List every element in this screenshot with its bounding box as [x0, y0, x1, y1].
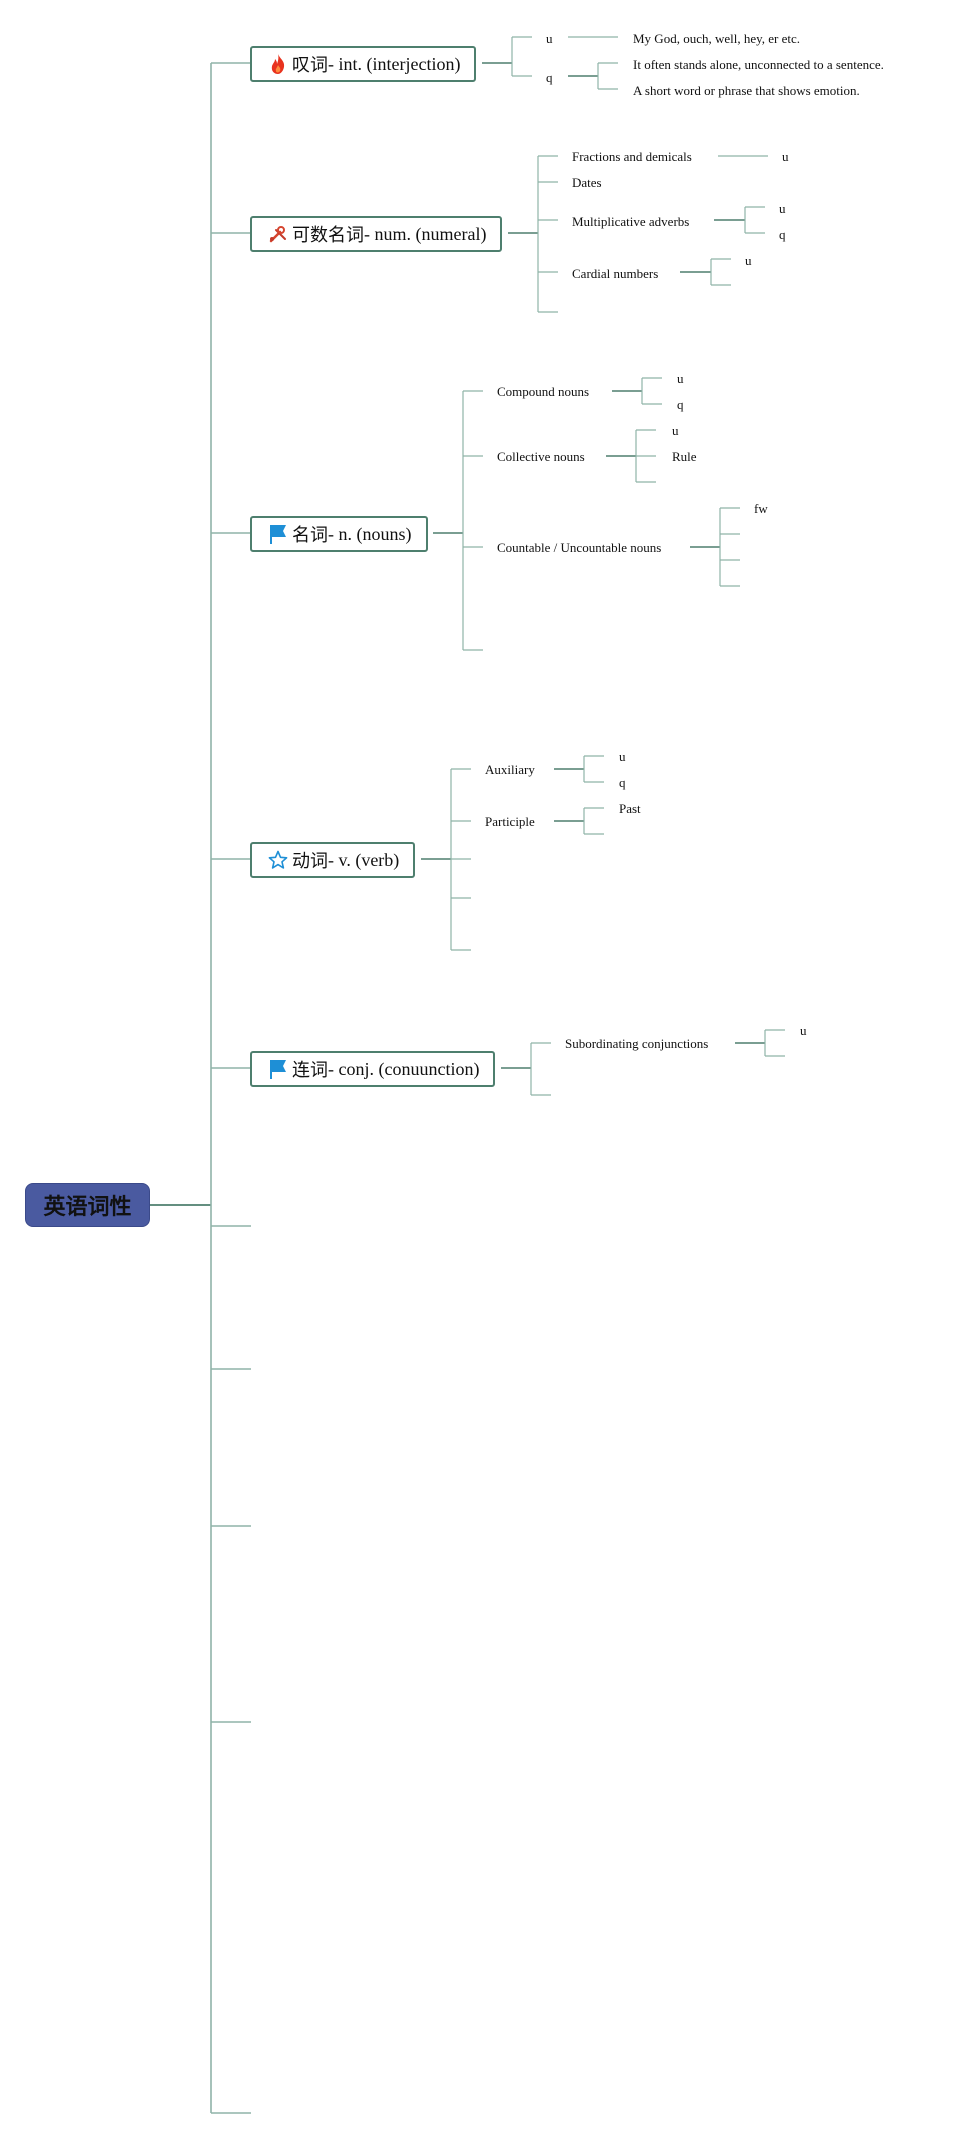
- node-num-fractions[interactable]: Fractions and demicals: [572, 149, 692, 164]
- node-num-multi-u[interactable]: u: [779, 201, 786, 216]
- node-num-dates[interactable]: Dates: [572, 175, 602, 190]
- node-n-compound-q[interactable]: q: [677, 397, 684, 412]
- topic-nouns[interactable]: 名词 - n. (nouns): [250, 516, 428, 552]
- topic-zh: 名词: [292, 525, 328, 546]
- root-node[interactable]: 英语词性: [25, 1183, 150, 1227]
- root-label: 英语词性: [43, 1195, 132, 1220]
- node-int-u-detail[interactable]: My God, ouch, well, hey, er etc.: [633, 31, 801, 46]
- node-num-multi[interactable]: Multiplicative adverbs: [572, 214, 690, 229]
- node-n-compound[interactable]: Compound nouns: [497, 384, 590, 399]
- topic-zh: 可数名词: [292, 225, 364, 246]
- star-icon: [268, 849, 288, 871]
- node-num-fractions-u[interactable]: u: [782, 149, 789, 164]
- topic-en: - conj. (conuunction): [328, 1058, 480, 1079]
- topic-zh: 连词: [292, 1060, 328, 1081]
- topic-numeral[interactable]: 可数名词 - num. (numeral): [250, 216, 503, 252]
- node-v-part[interactable]: Participle: [485, 814, 535, 829]
- flag-icon: [268, 1058, 288, 1080]
- topic-en: - int. (interjection): [328, 53, 461, 74]
- topic-en: - n. (nouns): [328, 523, 412, 544]
- node-int-u[interactable]: u: [546, 31, 553, 46]
- topic-zh: 叹词: [292, 55, 328, 76]
- node-n-collective[interactable]: Collective nouns: [497, 449, 585, 464]
- node-v-aux-u[interactable]: u: [619, 749, 626, 764]
- node-n-countable[interactable]: Countable / Uncountable nouns: [497, 540, 662, 555]
- tools-icon: [268, 223, 288, 245]
- node-int-q-detail1[interactable]: It often stands alone, unconnected to a …: [633, 57, 884, 72]
- node-num-multi-q[interactable]: q: [779, 227, 786, 242]
- node-c-sub[interactable]: Subordinating conjunctions: [565, 1036, 709, 1051]
- topic-verb[interactable]: 动词 - v. (verb): [250, 842, 416, 878]
- node-c-sub-u[interactable]: u: [800, 1023, 807, 1038]
- node-n-collective-u[interactable]: u: [672, 423, 679, 438]
- topic-zh: 动词: [292, 851, 328, 872]
- node-int-q[interactable]: q: [546, 70, 553, 85]
- node-n-countable-fw[interactable]: fw: [754, 501, 768, 516]
- topic-en: - v. (verb): [328, 849, 400, 870]
- topic-conj[interactable]: 连词 - conj. (conuunction): [250, 1051, 496, 1087]
- node-n-collective-rule[interactable]: Rule: [672, 449, 697, 464]
- topic-interjection[interactable]: 叹词 - int. (interjection): [250, 46, 477, 82]
- node-n-compound-u[interactable]: u: [677, 371, 684, 386]
- node-num-cardial-u[interactable]: u: [745, 253, 752, 268]
- node-v-aux-q[interactable]: q: [619, 775, 626, 790]
- topic-en: - num. (numeral): [364, 223, 487, 244]
- fire-icon: [268, 53, 288, 75]
- node-int-q-detail2[interactable]: A short word or phrase that shows emotio…: [633, 83, 860, 98]
- node-num-cardial[interactable]: Cardial numbers: [572, 266, 659, 281]
- node-v-aux[interactable]: Auxiliary: [485, 762, 535, 777]
- node-v-part-past[interactable]: Past: [619, 801, 641, 816]
- flag-icon: [268, 523, 288, 545]
